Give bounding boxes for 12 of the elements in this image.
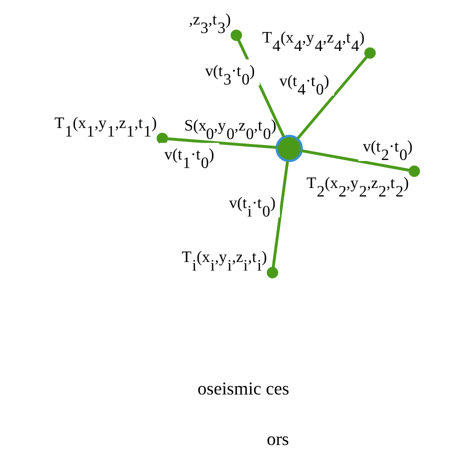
label: oseismic ces — [198, 378, 290, 399]
node-circle — [364, 47, 376, 59]
node-circle — [266, 266, 278, 278]
node-circle — [276, 134, 303, 162]
node-circle — [230, 30, 242, 41]
node-circle — [408, 165, 420, 177]
label: ors — [266, 428, 290, 449]
node-circle — [156, 132, 168, 144]
connector — [296, 56, 368, 140]
connector — [301, 149, 410, 172]
connector — [168, 137, 277, 149]
connector — [272, 161, 289, 268]
